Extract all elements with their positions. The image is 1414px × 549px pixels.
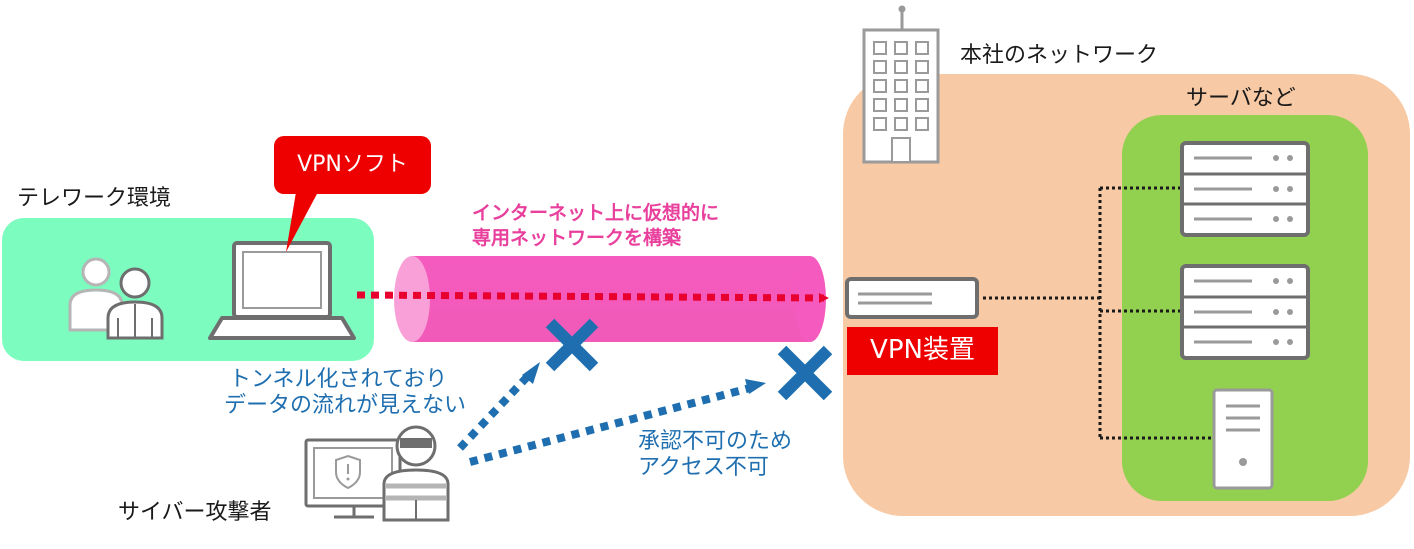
- attack-arrows: [457, 373, 752, 466]
- rack-server-icon: [1180, 141, 1310, 237]
- blocked-x-icon: [777, 345, 833, 401]
- teleworkers-icon: [68, 257, 164, 340]
- tunnel-hidden-note: トンネル化されており データの流れが見えない: [224, 367, 466, 420]
- hq-title: 本社のネットワーク: [960, 43, 1159, 68]
- building-icon: [862, 5, 940, 164]
- attacker-label: サイバー攻撃者: [118, 500, 272, 525]
- attack-arrowhead: [522, 362, 540, 384]
- attacker-icon: [304, 425, 450, 522]
- laptop-icon: [208, 241, 356, 340]
- tunnel-caption: インターネット上に仮想的に 専用ネットワークを構築: [472, 201, 719, 250]
- vpn-device-icon: [845, 277, 979, 319]
- access-denied-line1: 承認不可のため: [638, 429, 793, 454]
- vpn-data-arrow: [356, 291, 829, 303]
- tower-server-icon: [1212, 388, 1274, 490]
- blocked-x-icon: [545, 318, 599, 372]
- telework-title: テレワーク環境: [17, 186, 172, 211]
- access-denied-line2: アクセス不可: [638, 455, 769, 481]
- tunnel-caption-line1: インターネット上に仮想的に: [472, 202, 720, 224]
- tunnel-caption-line2: 専用ネットワークを構築: [472, 226, 682, 249]
- tunnel-hidden-line1: トンネル化されており: [229, 367, 448, 392]
- tunnel-hidden-line2: データの流れが見えない: [224, 393, 467, 419]
- vpn-software-label: VPNソフト: [274, 136, 431, 194]
- rack-server-icon: [1180, 264, 1310, 360]
- network-lines: [983, 186, 1214, 440]
- servers-title: サーバなど: [1186, 86, 1296, 111]
- attack-arrowhead: [745, 379, 766, 394]
- access-denied-note: 承認不可のため アクセス不可: [638, 429, 792, 482]
- vpn-software-pointer: [286, 192, 318, 252]
- vpn-device-label: VPN装置: [847, 327, 998, 375]
